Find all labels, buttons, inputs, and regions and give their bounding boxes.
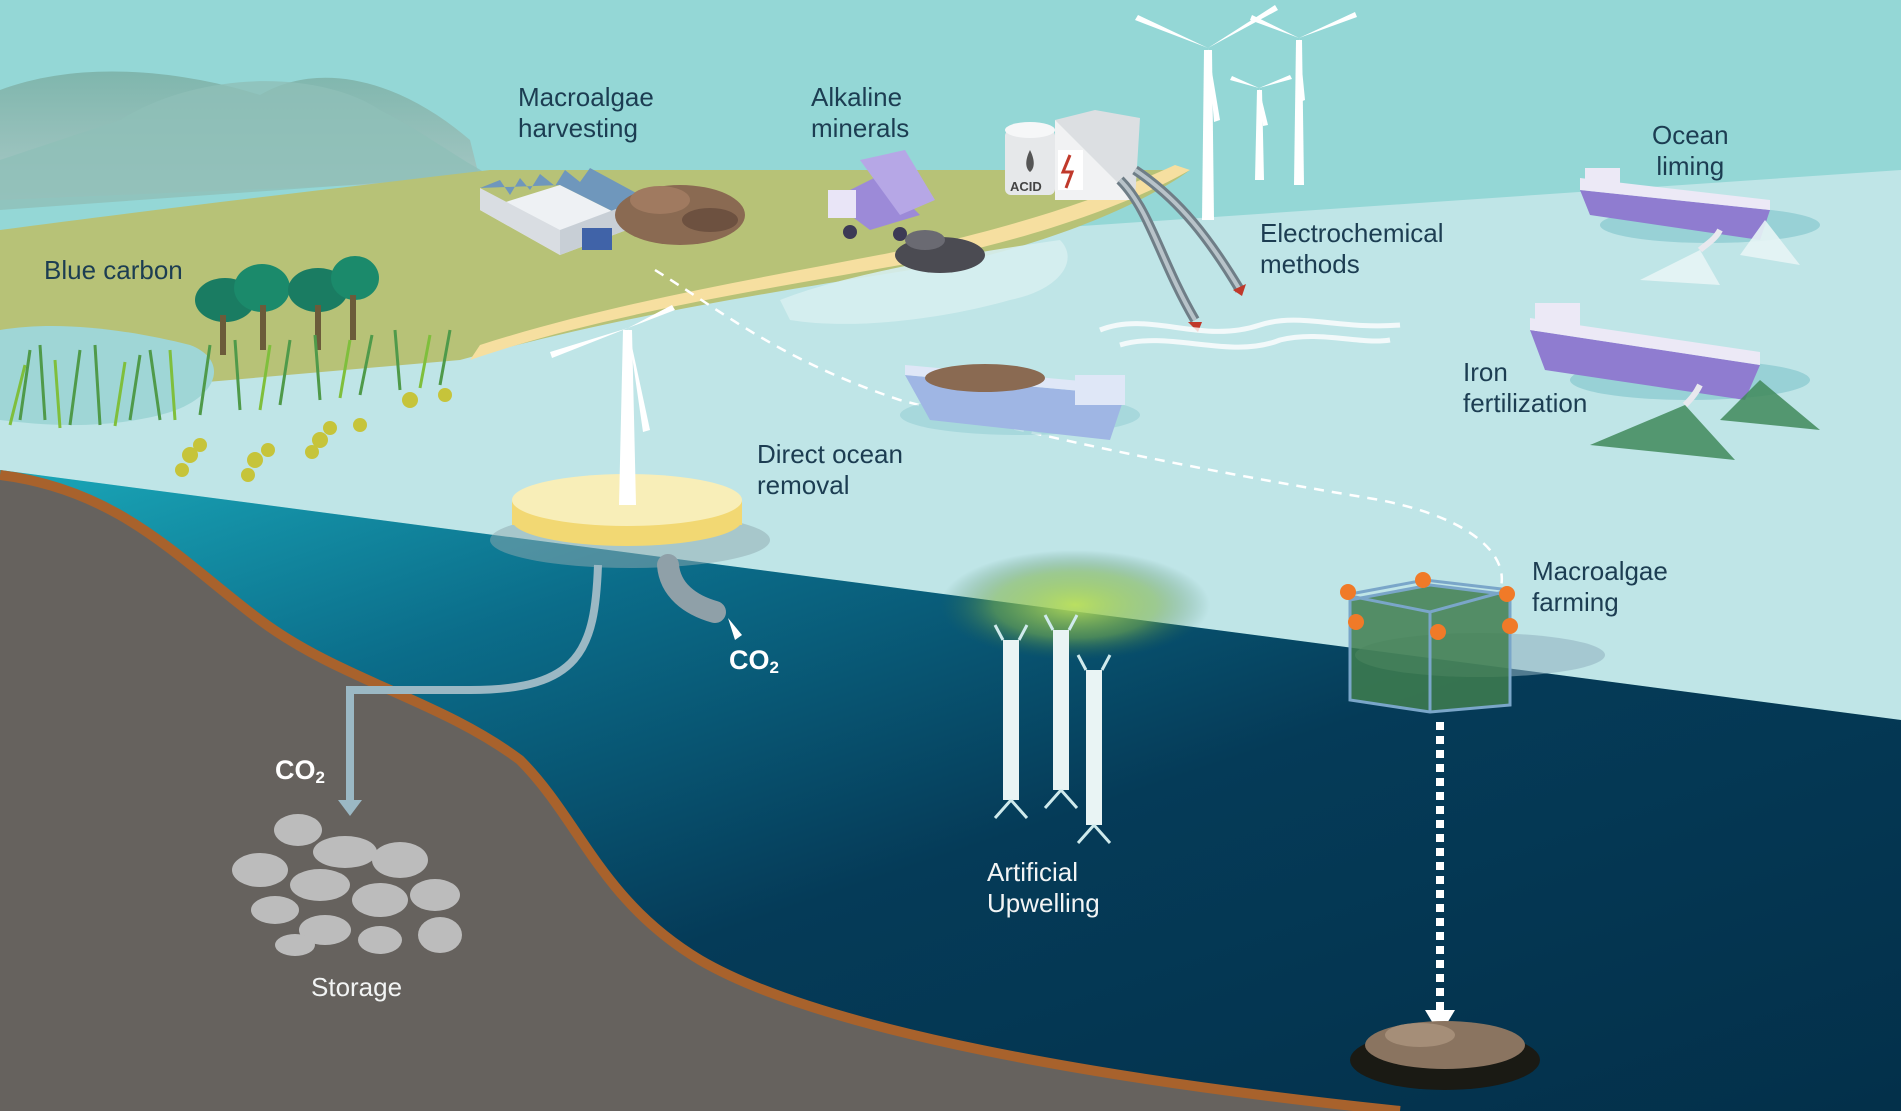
label-line: harvesting: [518, 113, 638, 143]
label-line: Upwelling: [987, 888, 1100, 918]
label-electrochemical-methods: Electrochemical methods: [1260, 218, 1444, 280]
label-artificial-upwelling: Artificial Upwelling: [987, 857, 1100, 919]
co2-down-arrow-icon: [338, 800, 362, 816]
co2-text: CO: [275, 755, 316, 785]
land: [0, 170, 1190, 400]
wind-turbines-icon: [1135, 5, 1357, 220]
acid-tank-label: ACID: [1010, 179, 1042, 194]
seaweed-pile-icon: [615, 185, 745, 245]
seabed: [0, 475, 1400, 1111]
seafloor-biomass-icon: [1350, 1021, 1540, 1090]
label-line: Iron: [1463, 357, 1508, 387]
label-line: minerals: [811, 113, 910, 143]
co2-pipe-icon: [346, 554, 726, 805]
label-macroalgae-farming: Macroalgae farming: [1532, 556, 1668, 618]
hill-ridge: [0, 81, 490, 210]
seagrass-icon: [8, 329, 452, 429]
label-line: Macroalgae: [518, 82, 654, 112]
co2-subscript: 2: [769, 658, 779, 677]
mangrove-trees-icon: [195, 256, 379, 355]
label-storage: Storage: [311, 972, 403, 1002]
seabed-edge: [0, 470, 1401, 1111]
outflow-pipes-icon: [1116, 165, 1245, 323]
label-direct-ocean-removal: Direct ocean removal: [757, 439, 903, 501]
upwelling-pipes-icon: [993, 614, 1112, 844]
label-line: Electrochemical: [1260, 218, 1444, 248]
lagoon: [0, 325, 214, 425]
beach: [470, 165, 1190, 360]
mineral-rocks-icon: [895, 230, 985, 273]
label-ocean-liming: Ocean liming: [1652, 120, 1729, 182]
ocean-liming-ship-icon: [1580, 168, 1820, 285]
macroalgae-farm-icon: [1340, 572, 1605, 714]
label-blue-carbon: Blue carbon: [44, 255, 183, 285]
label-line: Macroalgae: [1532, 556, 1668, 586]
co2-label-intake: CO2: [729, 645, 779, 678]
label-line: methods: [1260, 249, 1360, 279]
dump-truck-icon: [828, 150, 935, 241]
label-line: farming: [1532, 587, 1619, 617]
co2-label-storage: CO2: [275, 755, 325, 788]
label-line: liming: [1656, 151, 1725, 181]
co2-intake-arrow-icon: [728, 618, 742, 640]
direct-removal-platform-icon: [490, 305, 770, 568]
mineral-plume: [780, 240, 1068, 324]
storage-rocks-icon: [232, 814, 462, 956]
electrochemical-plant-icon: [1005, 110, 1140, 200]
label-line: fertilization: [1463, 388, 1588, 418]
iron-fertilization-ship-icon: [1530, 303, 1820, 460]
label-macroalgae-harvesting: Macroalgae harvesting: [518, 82, 654, 144]
co2-text: CO: [729, 645, 770, 675]
label-line: removal: [757, 470, 850, 500]
upwelling-bloom: [940, 550, 1210, 660]
salt-marsh-icon: [175, 388, 452, 482]
transport-route: [654, 268, 1503, 591]
label-line: Direct ocean: [757, 439, 903, 469]
co2-subscript: 2: [315, 768, 325, 787]
label-line: Ocean: [1652, 120, 1729, 150]
harvest-barge-icon: [900, 364, 1140, 440]
label-iron-fertilization: Iron fertilization: [1463, 357, 1587, 419]
label-alkaline-minerals: Alkaline minerals: [811, 82, 909, 144]
label-line: Alkaline: [811, 82, 903, 112]
water-swirl-icon: [1099, 317, 1401, 350]
label-line: Artificial: [987, 857, 1079, 887]
